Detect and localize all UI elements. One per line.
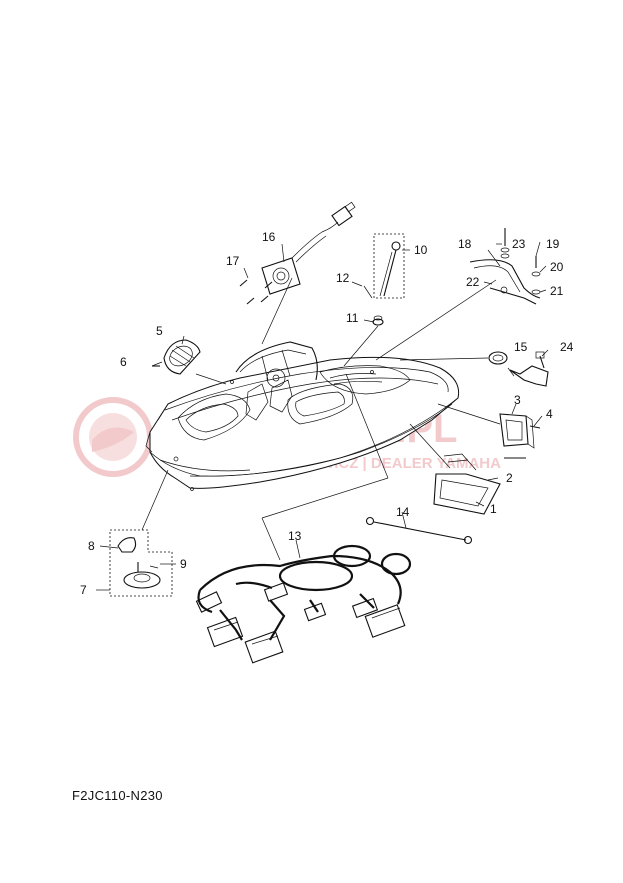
callout-14: 14 [396, 505, 410, 519]
callout-16: 16 [262, 230, 276, 244]
leader-lines [96, 241, 549, 591]
callout-labels: 1 2 3 4 5 6 7 8 9 10 11 12 13 14 15 16 1… [80, 230, 574, 597]
callout-22: 22 [466, 275, 480, 289]
callout-3: 3 [514, 393, 521, 407]
callout-13: 13 [288, 529, 302, 543]
callout-15: 15 [514, 340, 528, 354]
part-7-assembly [109, 529, 173, 597]
callout-20: 20 [550, 260, 564, 274]
diagram-code: F2JC110-N230 [72, 788, 163, 803]
callout-6: 6 [120, 355, 127, 369]
callout-1: 1 [490, 502, 497, 516]
boat-hull [145, 341, 460, 491]
part-5-speaker [152, 339, 201, 375]
callout-4: 4 [546, 407, 553, 421]
part-3-control-unit [499, 413, 541, 449]
callout-23: 23 [512, 237, 526, 251]
part-10-antenna-group [363, 233, 405, 326]
part-17-screws [239, 279, 273, 305]
callout-12: 12 [336, 271, 350, 285]
callout-9: 9 [180, 557, 187, 571]
callout-10: 10 [414, 243, 428, 257]
part-13-wiring-harness [195, 544, 412, 664]
part-14-rod [365, 516, 473, 545]
part-1-battery-tray [433, 453, 526, 515]
callout-8: 8 [88, 539, 95, 553]
callout-11: 11 [346, 311, 359, 325]
callout-7: 7 [80, 583, 87, 597]
callout-24: 24 [560, 340, 574, 354]
callout-18: 18 [458, 237, 472, 251]
part-18-bow-bracket [469, 228, 541, 305]
part-24-sensor [507, 351, 549, 387]
callout-2: 2 [506, 471, 513, 485]
callout-17: 17 [226, 254, 240, 268]
part-15-grommet [488, 351, 508, 365]
watermark-logo-icon [73, 397, 153, 477]
callout-21: 21 [550, 284, 564, 298]
callout-5: 5 [156, 324, 163, 338]
callout-19: 19 [546, 237, 560, 251]
